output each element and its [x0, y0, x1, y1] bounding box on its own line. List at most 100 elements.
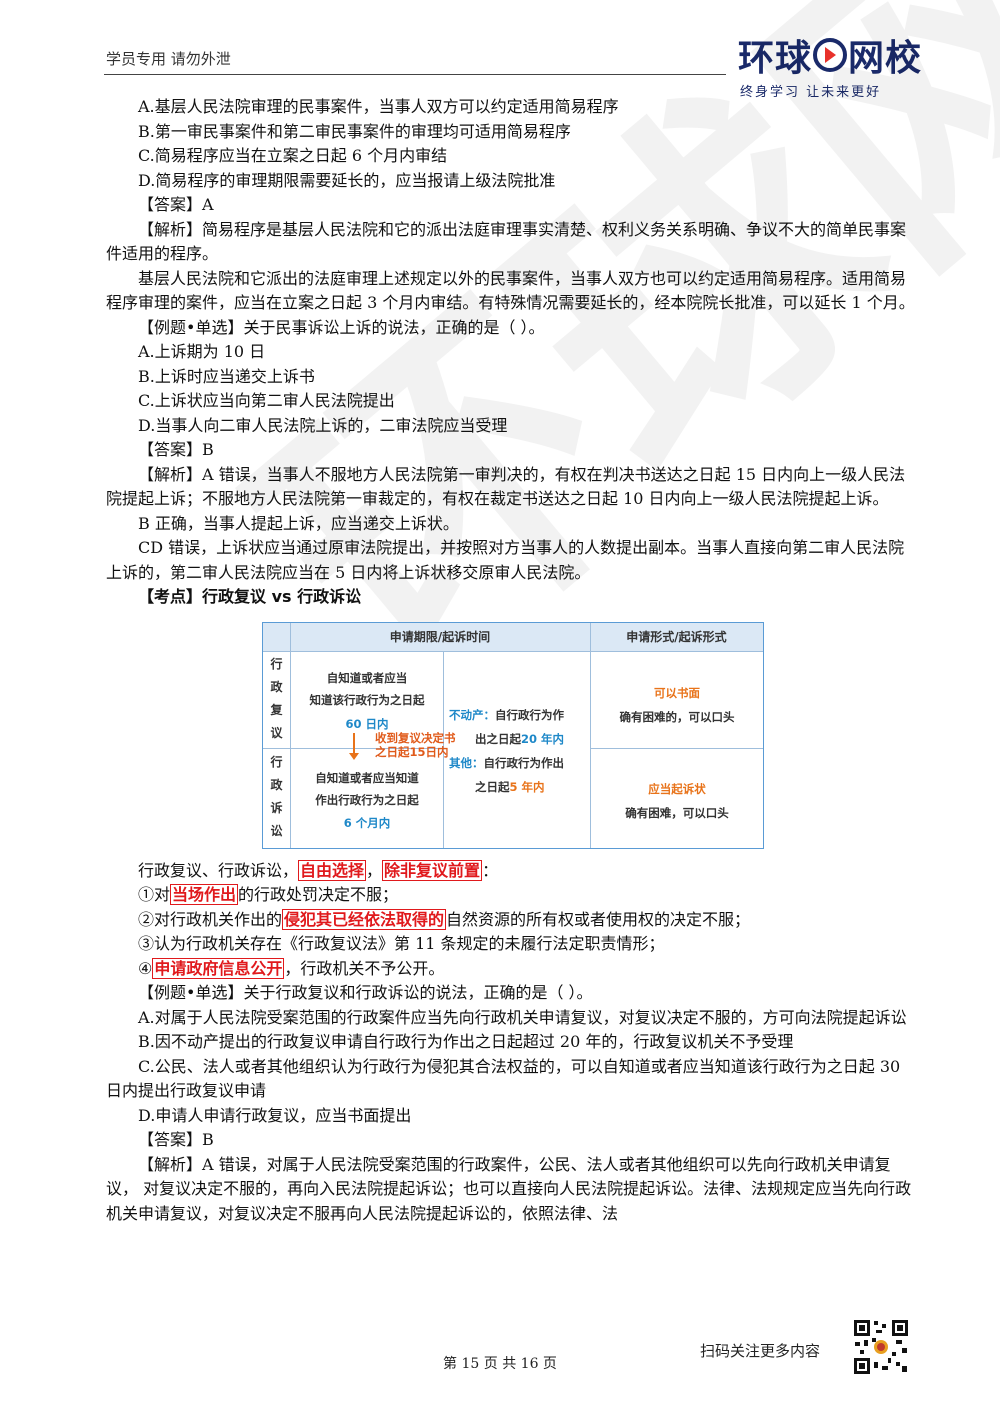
note-text: 自然资源的所有权或者使用权的决定不服；	[446, 909, 751, 929]
note-item-3: ③认为行政机关存在《行政复议法》第 11 条规定的未履行法定职责情形；	[138, 934, 665, 953]
analysis-paragraph: CD 错误，上诉状应当通过原审法院提出，并按照对方当事人的人数提出副本。当事人直…	[106, 538, 905, 582]
review-form-main: 可以书面	[654, 685, 700, 700]
real-estate-text: 自行政行为作	[495, 707, 564, 722]
litigation-form-main: 应当起诉状	[648, 781, 706, 796]
note-intro: 行政复议、行政诉讼，自由选择，除非复议前置：	[106, 859, 916, 884]
review-deadline-cell: 自知道或者应当 知道该行政行为之日起 60 日内	[293, 667, 441, 737]
table-line	[590, 622, 591, 848]
section-title: 【考点】行政复议 vs 行政诉讼	[138, 587, 362, 606]
analysis: 【解析】A 错误，对属于人民法院受案范围的行政案件，公民、法人或者其他组织可以先…	[106, 1154, 912, 1223]
note-text: ②对行政机关作出的	[138, 909, 283, 929]
litigation-form-note: 确有困难，可以口头	[625, 805, 729, 820]
review-form-note: 确有困难的，可以口头	[619, 709, 735, 724]
analysis-paragraph: B 正确，当事人提起上诉，应当递交上诉状。	[138, 513, 459, 533]
row-label-char: 政	[270, 679, 283, 694]
note-item-1: ①对当场作出的行政处罚决定不服；	[106, 883, 916, 908]
real-estate-text: 出之日起	[475, 731, 521, 746]
review-deadline-days: 60 日内	[345, 716, 389, 731]
option-a: A.基层人民法院审理的民事案件，当事人双方可以约定适用简易程序	[138, 97, 619, 116]
highlight-info-disclosure: 申请政府信息公开	[152, 957, 285, 979]
option-d: D.当事人向二审人民法院上诉的，二审法院应当受理	[138, 415, 508, 435]
option-b: B.上诉时应当递交上诉书	[138, 366, 315, 386]
highlight-acquired-rights: 侵犯其已经依法取得的	[282, 908, 447, 930]
option-c: C.上诉状应当向第二审人民法院提出	[138, 391, 395, 410]
qr-caption: 扫码关注更多内容	[700, 1342, 821, 1360]
answer: 【答案】B	[138, 440, 214, 459]
row-label-review: 行 政 复 议	[263, 653, 290, 745]
header-confidential-note: 学员专用 请勿外泄	[106, 50, 231, 68]
note-text: ，行政机关不予公开。	[284, 958, 445, 978]
litigation-deadline-months: 6 个月内	[343, 815, 391, 830]
option-c: C.公民、法人或者其他组织认为行政行为侵犯其合法权益的，可以自知道或者应当知道该…	[106, 1056, 901, 1101]
row-label-char: 复	[270, 702, 283, 717]
real-estate-label: 不动产：	[449, 707, 495, 722]
note-text: 的行政处罚决定不服；	[238, 885, 399, 904]
litigation-deadline-text: 作出行政行为之日起	[315, 792, 419, 807]
other-label: 其他：	[449, 755, 484, 770]
option-d: D.简易程序的审理期限需要延长的，应当报请上级法院批准	[138, 170, 556, 190]
table-header-row	[263, 622, 763, 651]
litigation-deadline-cell: 自知道或者应当知道 作出行政行为之日起 6 个月内	[293, 767, 441, 835]
note-text: ：	[482, 860, 499, 880]
arrow-down-icon	[353, 732, 355, 757]
litigation-form-cell: 应当起诉状 确有困难，可以口头	[591, 777, 763, 825]
other-years: 5 年内	[509, 779, 545, 794]
transfer-note-text: 之日起15日内	[375, 744, 449, 759]
play-circle-icon	[813, 38, 848, 72]
analysis: 【解析】简易程序是基层人民法院和它的派出法庭审理事实清楚、权利义务关系明确、争议…	[106, 219, 907, 264]
row-label-char: 讼	[270, 823, 283, 838]
table-line	[290, 622, 291, 848]
qr-code-icon	[852, 1318, 910, 1376]
review-deadline-text: 知道该行政行为之日起	[309, 692, 425, 707]
question: 【例题•单选】关于民事诉讼上诉的说法，正确的是（ ）。	[138, 317, 545, 337]
option-d: D.申请人申请行政复议，应当书面提出	[138, 1105, 412, 1125]
transfer-note: 收到复议决定书 之日起15日内	[375, 731, 515, 759]
option-a: A.对属于人民法院受案范围的行政案件应当先向行政机关申请复议，对复议决定不服的，…	[138, 1007, 907, 1027]
real-estate-deadline: 不动产：自行政行为作 出之日起20 年内	[449, 703, 589, 751]
highlight-on-the-spot: 当场作出	[170, 884, 239, 905]
header-divider	[104, 74, 726, 75]
brand-logo: 环球网校 终身学习 让未来更好	[738, 38, 921, 100]
option-b: B.因不动产提出的行政复议申请自行政行为作出之日起超过 20 年的，行政复议机关…	[138, 1032, 794, 1051]
note-item-2: ②对行政机关作出的侵犯其已经依法取得的自然资源的所有权或者使用权的决定不服；	[106, 908, 916, 933]
logo-suffix: 网校	[848, 38, 923, 79]
page-number: 第 15 页 共 16 页	[443, 1356, 557, 1372]
row-label-litigation: 行 政 诉 讼	[263, 751, 290, 843]
header-deadline: 申请期限/起诉时间	[389, 629, 491, 644]
note-text: ，	[366, 860, 383, 880]
analysis-paragraph: 基层人民法院和它派出的法庭审理上述规定以外的民事案件，当事人双方也可以约定适用简…	[106, 268, 915, 313]
other-text: 自行政行为作出	[483, 755, 565, 770]
table-line	[590, 747, 763, 749]
real-estate-years: 20 年内	[521, 731, 565, 746]
question: 【例题•单选】关于行政复议和行政诉讼的说法，正确的是（ ）。	[138, 983, 593, 1002]
comparison-table: 申请期限/起诉时间 申请形式/起诉形式 行 政 复 议 行 政 诉 讼 自知道或…	[262, 621, 764, 849]
highlight-except: 除非复议前置	[382, 859, 483, 881]
note-text: ①对	[138, 885, 171, 904]
other-deadline: 其他：自行政行为作出 之日起5 年内	[449, 751, 589, 799]
transfer-note-text: 收到复议决定书	[375, 730, 456, 745]
highlight-free-choice: 自由选择	[298, 859, 367, 881]
document-body: A.基层人民法院审理的民事案件，当事人双方可以约定适用简易程序 B.第一审民事案…	[106, 95, 916, 1226]
option-b: B.第一审民事案件和第二审民事案件的审理均可适用简易程序	[138, 121, 571, 141]
option-c: C.简易程序应当在立案之日起 6 个月内审结	[138, 146, 448, 165]
logo-slogan: 终身学习 让未来更好	[740, 85, 882, 100]
table-line	[263, 650, 763, 652]
review-form-cell: 可以书面 确有困难的，可以口头	[591, 681, 763, 729]
logo-prefix: 环球	[738, 38, 813, 79]
note-text: 行政复议、行政诉讼，	[138, 860, 299, 880]
table-line	[443, 650, 444, 848]
row-label-char: 行	[270, 754, 283, 769]
answer: 【答案】B	[138, 1130, 214, 1149]
analysis: 【解析】A 错误，当事人不服地方人民法院第一审判决的，有权在判决书送达之日起 1…	[106, 464, 906, 509]
note-text: ④	[138, 958, 153, 978]
answer: 【答案】A	[138, 195, 214, 214]
row-label-char: 诉	[270, 800, 283, 815]
row-label-char: 行	[270, 656, 283, 671]
row-label-char: 政	[270, 777, 283, 792]
arrow-head-icon	[349, 752, 359, 760]
litigation-deadline-text: 自知道或者应当知道	[315, 770, 419, 785]
row-label-char: 议	[270, 725, 283, 740]
logo-wordmark: 环球网校	[738, 38, 921, 79]
option-a: A.上诉期为 10 日	[138, 342, 266, 361]
